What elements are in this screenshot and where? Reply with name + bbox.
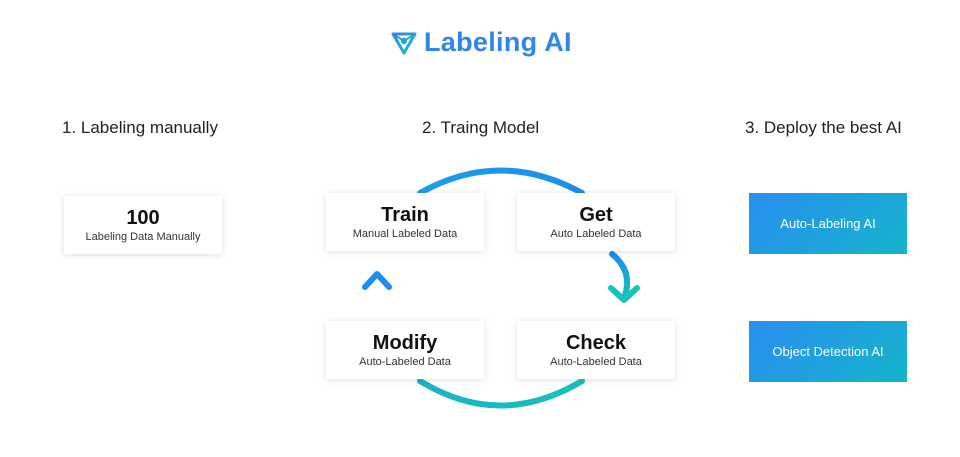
card-labeling-manually: 100 Labeling Data Manually	[64, 196, 222, 254]
step-title-training-model: 2. Traing Model	[422, 118, 540, 137]
card-title: 100	[126, 207, 160, 229]
card-subtitle: Labeling Data Manually	[85, 231, 201, 243]
card-subtitle: Auto-Labeled Data	[550, 356, 642, 368]
card-subtitle: Manual Labeled Data	[352, 228, 458, 240]
card-check: Check Auto-Labeled Data	[517, 321, 675, 379]
card-modify: Modify Auto-Labeled Data	[326, 321, 484, 379]
card-get: Get Auto Labeled Data	[517, 193, 675, 251]
arrow-get-to-check	[609, 251, 630, 301]
card-subtitle: Auto Labeled Data	[550, 228, 642, 240]
card-title: Check	[565, 332, 627, 354]
logo-text: Labeling AI	[424, 26, 572, 57]
card-train: Train Manual Labeled Data	[326, 193, 484, 251]
card-title: Train	[381, 204, 429, 226]
cycle-arc-bottom	[417, 378, 585, 409]
arrow-head-down	[608, 285, 640, 303]
labeling-ai-logo-icon	[391, 32, 417, 55]
object-detection-ai-box: Object Detection AI	[749, 321, 907, 382]
logo: Labeling AI	[390, 24, 572, 60]
card-subtitle: Auto-Labeled Data	[359, 356, 451, 368]
card-title: Modify	[372, 332, 438, 354]
cycle-arc-top	[417, 167, 585, 196]
step-title-labeling-manually: 1. Labeling manually	[62, 118, 218, 137]
arrow-head-up	[362, 271, 392, 290]
step-title-deploy-ai: 3. Deploy the best AI	[745, 118, 902, 137]
card-title: Get	[579, 204, 613, 226]
auto-labeling-ai-box: Auto-Labeling AI	[749, 193, 907, 254]
